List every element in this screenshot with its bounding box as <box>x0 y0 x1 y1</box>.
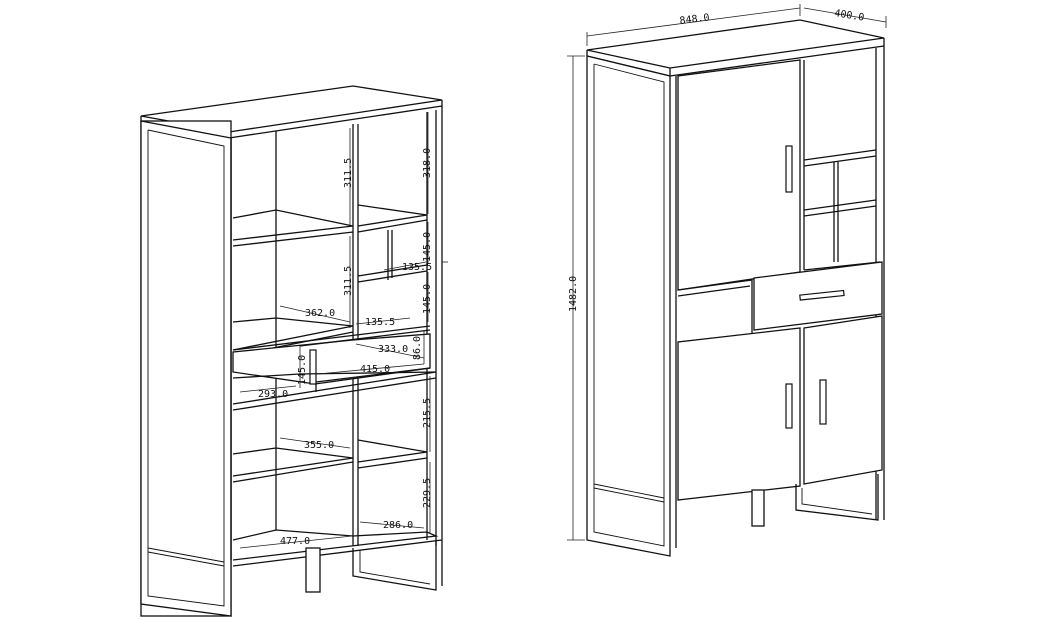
dim-h-top-right: 318.0 <box>422 148 433 178</box>
left-leg <box>305 547 321 593</box>
dim-w-low-shelf: 355.0 <box>304 440 334 451</box>
dim-w-bottom-right: 286.0 <box>383 520 413 531</box>
dim-w-drawer: 333.0 <box>378 344 408 355</box>
dim-h-small-a: 145.0 <box>422 232 433 262</box>
right-lower-door-left-handle <box>785 383 793 429</box>
right-drawer-handle <box>799 289 845 301</box>
right-upper-door <box>677 59 801 291</box>
dim-h-bottom-right: 229.5 <box>422 478 433 508</box>
dim-width: 848.0 <box>679 12 710 27</box>
right-lower-door-right-handle <box>819 379 827 425</box>
dim-w-small-shelf-b: 135.5 <box>365 317 395 328</box>
dim-height: 1482.0 <box>568 276 579 312</box>
dim-w-bottom-left: 477.0 <box>280 536 310 547</box>
dim-h-small-b: 145.0 <box>422 284 433 314</box>
left-dimension-labels: 311.5 318.0 311.5 145.0 145.0 135.5 362.… <box>258 148 433 547</box>
right-side-frame <box>586 55 671 557</box>
left-drawer-handle <box>309 349 317 385</box>
dim-w-low-left: 293.0 <box>258 389 288 400</box>
right-lower-door-left <box>677 327 801 501</box>
right-leg <box>751 489 765 527</box>
right-dimension-lines <box>567 4 887 541</box>
dim-h-top-left: 311.5 <box>343 158 354 188</box>
dim-w-left-shelf: 362.0 <box>305 308 335 319</box>
dim-h-drawer: 86.0 <box>412 336 423 360</box>
dim-h-drawer-left: 145.0 <box>297 355 308 385</box>
dim-h-mid-left: 311.5 <box>343 266 354 296</box>
right-lower-door-right <box>803 315 883 485</box>
right-cabinet-closed-view: 848.0 400.0 1482.0 <box>567 4 887 557</box>
left-dimension-lines <box>239 112 448 549</box>
dim-h-low-right: 215.5 <box>422 398 433 428</box>
right-dimension-labels: 848.0 400.0 1482.0 <box>568 8 865 312</box>
dim-w-small-shelf: 135.5 <box>402 262 432 273</box>
right-upper-door-handle <box>785 145 793 193</box>
dim-depth: 400.0 <box>834 8 865 24</box>
dim-w-drawer-front: 415.0 <box>360 364 390 375</box>
left-cabinet-open-view: 311.5 318.0 311.5 145.0 145.0 135.5 362.… <box>140 85 448 617</box>
right-top-slab <box>586 19 885 69</box>
